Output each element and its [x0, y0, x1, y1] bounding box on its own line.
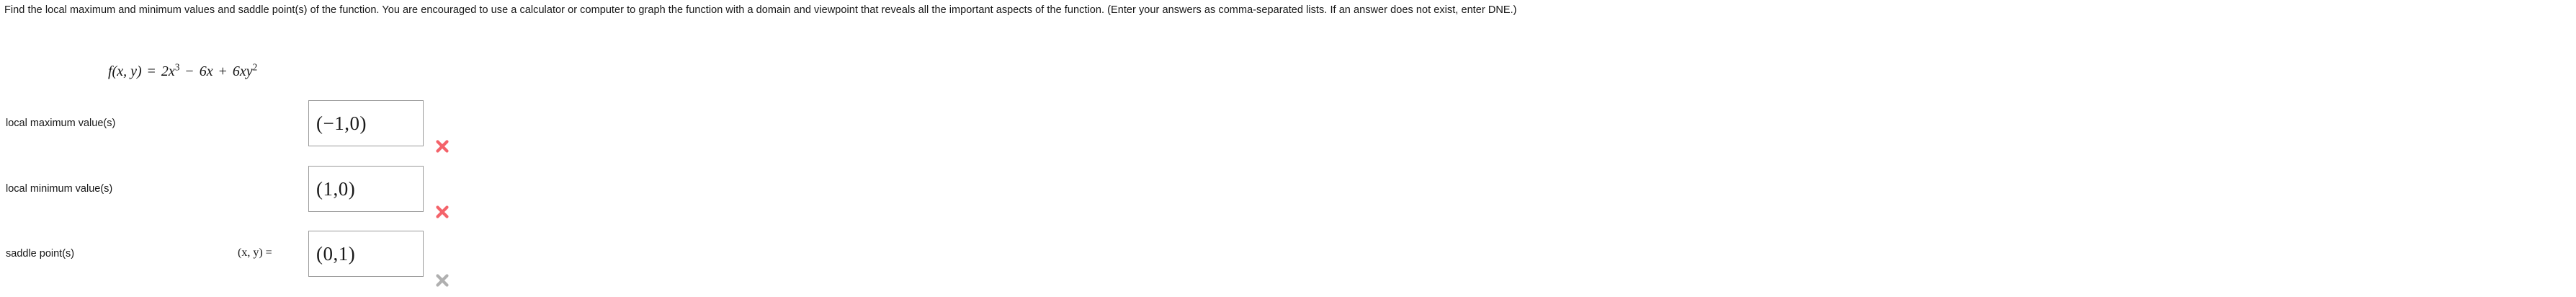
input-local-minimum-value: (1,0) [316, 177, 356, 200]
input-local-maximum[interactable]: (−1,0) [308, 100, 424, 146]
input-local-minimum[interactable]: (1,0) [308, 166, 424, 212]
formula-lhs: f(x, y) [108, 63, 142, 79]
problem-statement: Find the local maximum and minimum value… [4, 4, 1517, 16]
input-saddle-point-value: (0,1) [316, 242, 356, 265]
formula-term1-exponent: 3 [174, 61, 180, 73]
formula-equals: = [147, 63, 156, 79]
label-local-maximum: local maximum value(s) [6, 118, 116, 129]
label-saddle-point: saddle point(s) [6, 248, 75, 260]
formula-operator-1: − [185, 63, 194, 79]
formula-term3-exponent: 2 [252, 61, 258, 73]
input-saddle-point[interactable]: (0,1) [308, 231, 424, 277]
formula-term1: 2x [161, 63, 175, 79]
label-local-minimum: local minimum value(s) [6, 183, 113, 195]
function-formula: f(x, y) = 2x3 − 6x + 6xy2 [108, 61, 258, 80]
xy-equals-text: (x, y) = [238, 247, 272, 259]
incorrect-x-icon-local-maximum [434, 138, 450, 154]
incorrect-x-icon-saddle-point [434, 272, 450, 288]
incorrect-x-icon-local-minimum [434, 204, 450, 220]
formula-term3: 6xy [232, 63, 253, 79]
xy-equals-label: (x, y) = [238, 247, 272, 260]
formula-term2: 6x [199, 63, 213, 79]
input-local-maximum-value: (−1,0) [316, 112, 367, 134]
formula-operator-2: + [218, 63, 227, 79]
